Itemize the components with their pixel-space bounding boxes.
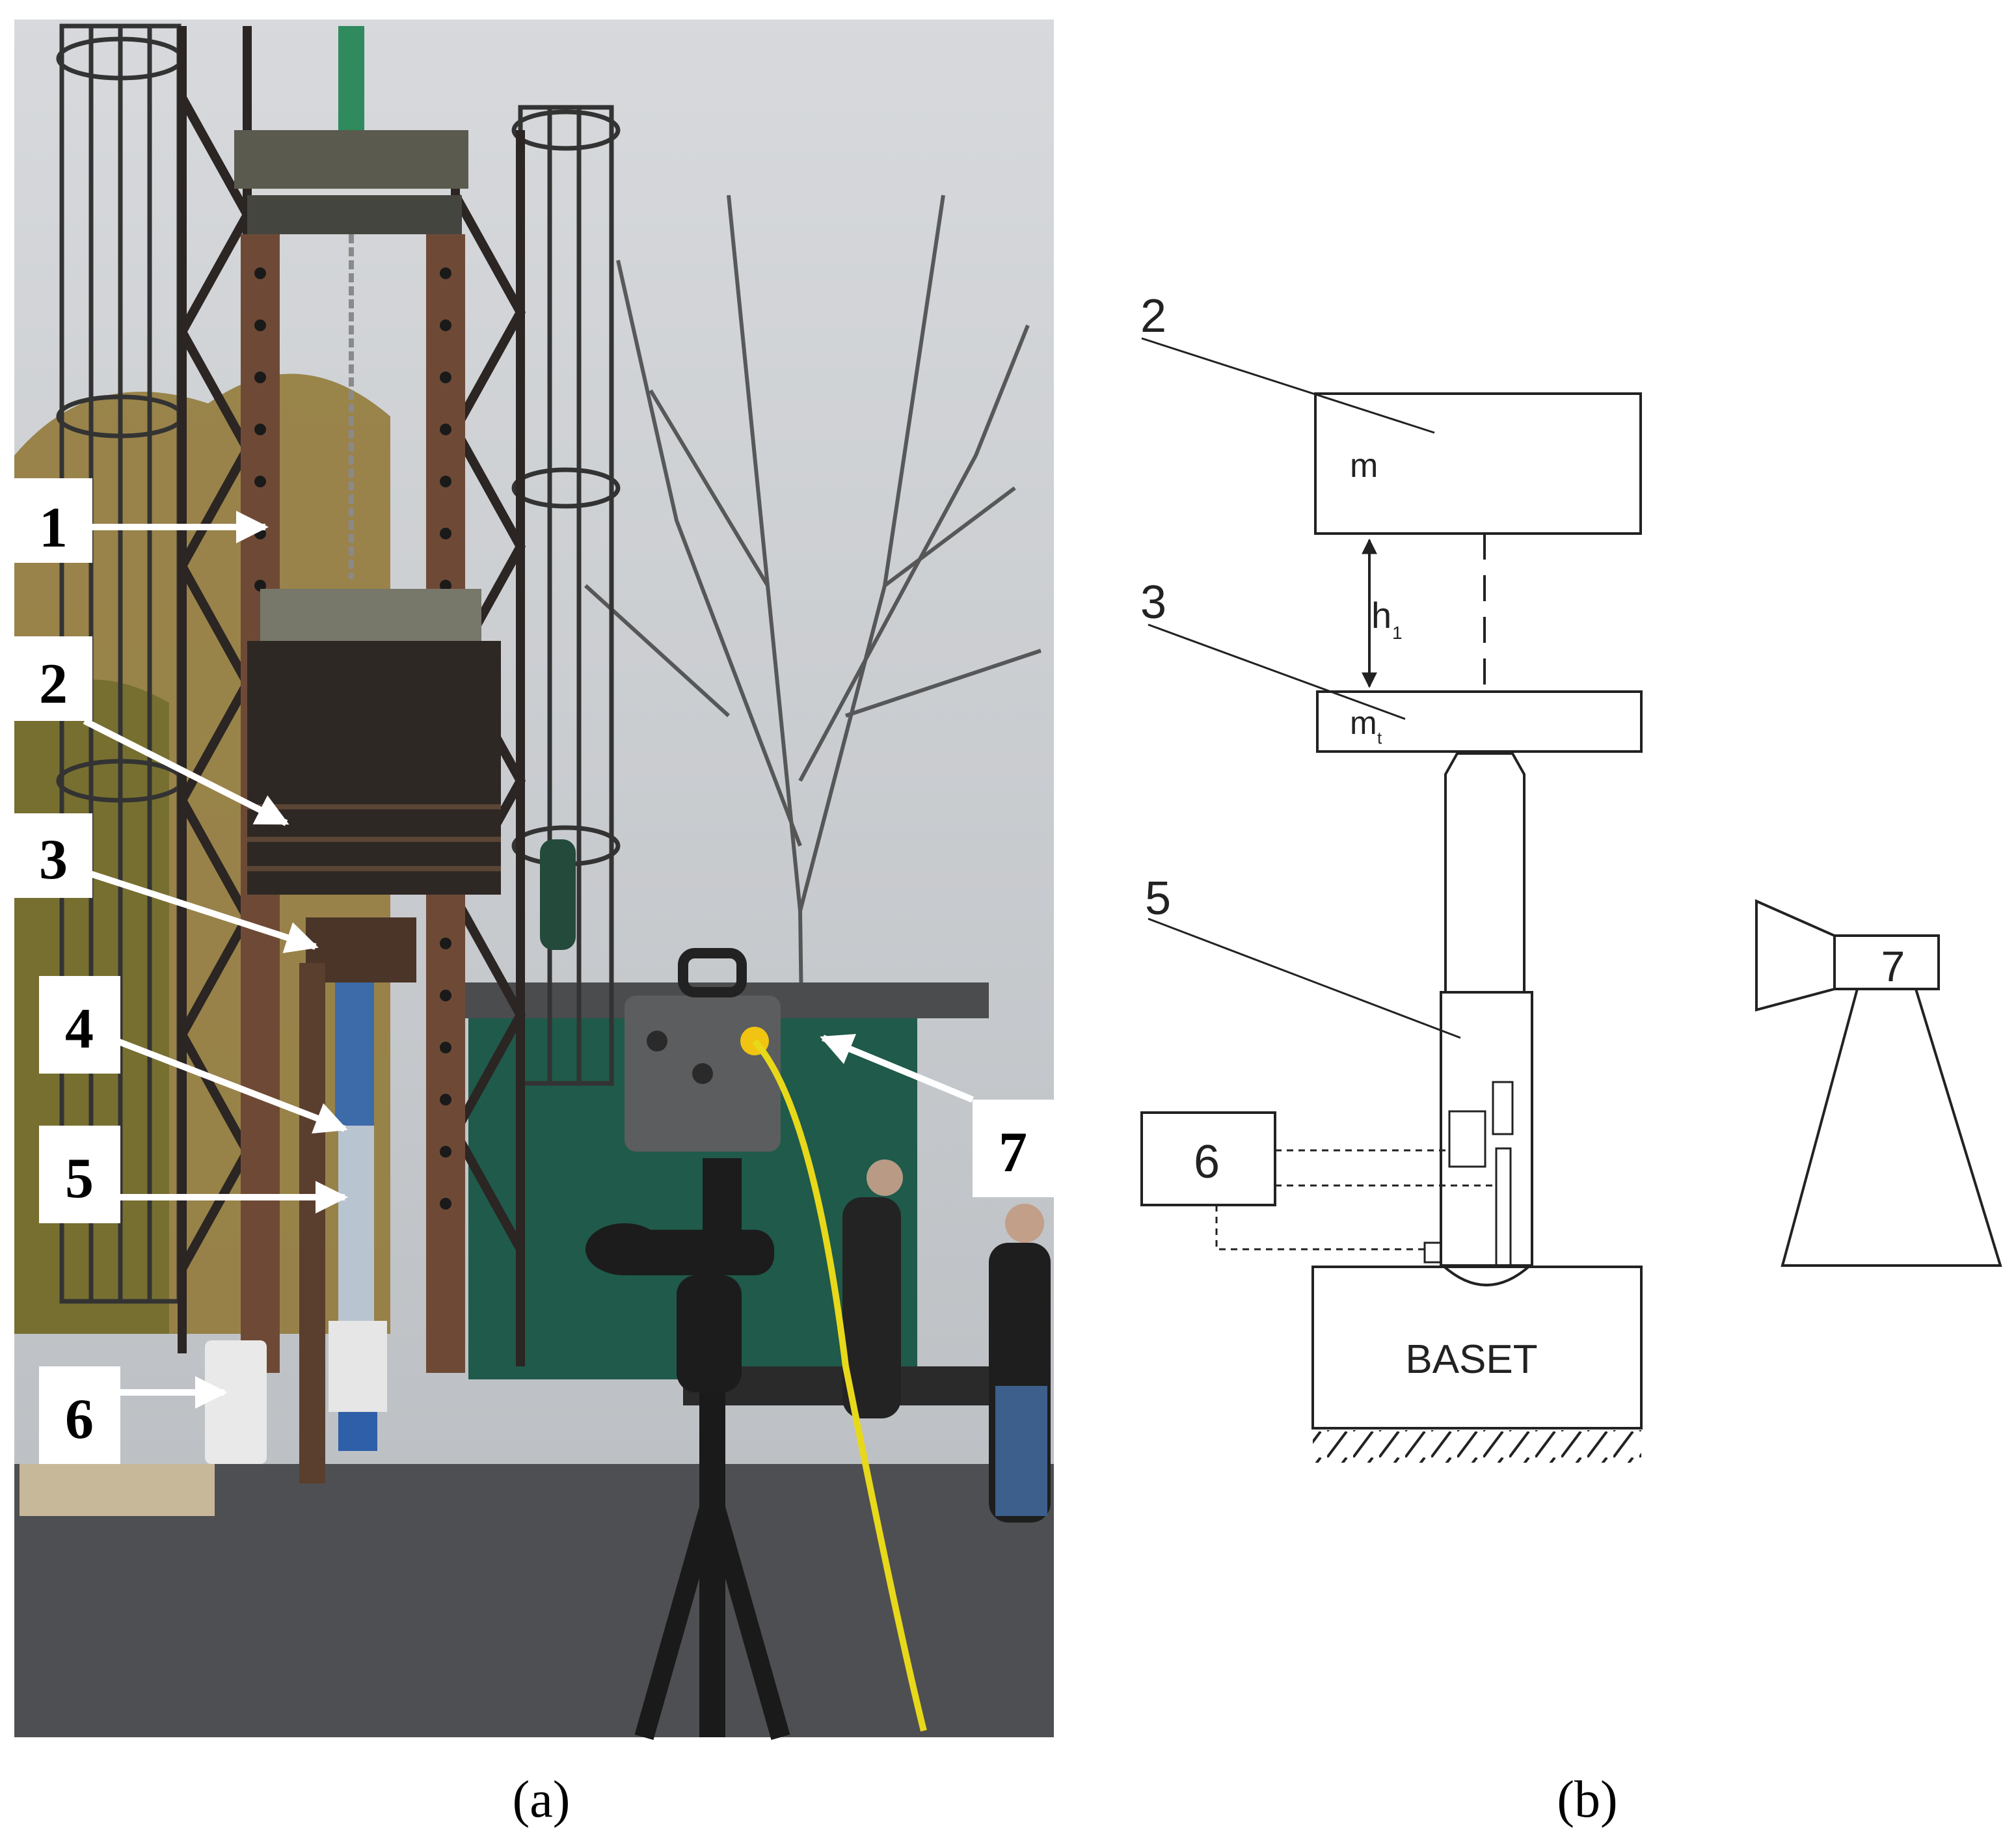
callout-6: 6	[39, 1366, 228, 1464]
cylinder-bottom	[1442, 1264, 1531, 1286]
sensor-tube	[338, 1126, 374, 1321]
photo-panel: 1 2 3 4 5 6 7	[14, 20, 1054, 1741]
tripod-legs	[634, 1493, 790, 1741]
mass-block	[1314, 392, 1642, 535]
svg-text:2: 2	[39, 653, 68, 716]
sensor-box-1	[1448, 1110, 1486, 1168]
yellow-cable	[752, 1038, 927, 1732]
svg-text:4: 4	[65, 997, 94, 1061]
sensor-box-3	[1423, 1241, 1442, 1264]
camera-stand	[1781, 988, 2002, 1267]
sensor-tube-top	[335, 982, 374, 1126]
striker-block	[1316, 690, 1643, 753]
label-7: 7	[1881, 942, 1905, 990]
height-label: h	[1371, 595, 1391, 636]
daq-box	[1140, 1111, 1276, 1206]
schematic-panel	[1140, 337, 2002, 1463]
mass-label: m	[1350, 447, 1378, 485]
callout-7: 7	[820, 1034, 1054, 1197]
cylinder	[1440, 991, 1533, 1267]
striker-mass-subscript: t	[1377, 728, 1382, 748]
striker-mass-label: m	[1350, 705, 1377, 741]
sensor-box-2	[1492, 1081, 1514, 1135]
caption-a: (a)	[513, 1771, 571, 1828]
label-3: 3	[1140, 576, 1166, 629]
height-subscript: 1	[1392, 623, 1403, 643]
strain-gauge	[1495, 1147, 1512, 1267]
top-crossbeam	[234, 130, 468, 189]
svg-text:5: 5	[65, 1147, 94, 1210]
base-label: BASET	[1405, 1337, 1537, 1382]
schematic-labels: 2 3 5 6 7 m h 1 m t BASET	[1140, 290, 1905, 1382]
people	[540, 839, 1051, 1523]
column-holes	[254, 267, 451, 1210]
support-post	[299, 963, 325, 1484]
upper-crossbeam	[247, 195, 462, 234]
label-6: 6	[1194, 1136, 1220, 1188]
callout-4: 4	[39, 976, 348, 1134]
svg-text:3: 3	[39, 828, 68, 891]
drop-weight-layers	[247, 804, 501, 871]
callout-3: 3	[14, 813, 319, 953]
label-5: 5	[1145, 873, 1171, 925]
callout-3-arrow	[83, 869, 319, 953]
pallet	[20, 1464, 215, 1516]
callout-1: 1	[14, 478, 269, 563]
camera-lens	[1755, 899, 1836, 1012]
callout-2-arrow	[83, 718, 289, 826]
ground-hatch	[1313, 1430, 1641, 1463]
drop-weight-top-plate	[260, 589, 481, 641]
callout-4-arrow	[116, 1038, 348, 1134]
measurement-box	[205, 1340, 267, 1464]
label-2: 2	[1140, 290, 1166, 342]
callout-7-arrow	[820, 1034, 974, 1103]
svg-text:7: 7	[999, 1121, 1027, 1184]
drop-weight	[247, 641, 501, 895]
lifting-rod	[338, 26, 364, 143]
signal-wires	[1215, 1149, 1496, 1251]
svg-text:6: 6	[65, 1388, 94, 1451]
leader-lines	[1141, 337, 1461, 1039]
tripod-head	[585, 1158, 774, 1392]
caption-b: (b)	[1557, 1771, 1617, 1828]
sensor-base	[338, 1412, 377, 1451]
piston-rod	[1444, 752, 1525, 994]
svg-text:1: 1	[39, 496, 68, 560]
tripod-leg	[699, 1392, 725, 1737]
sensor-housing	[329, 1321, 387, 1412]
callout-2: 2	[14, 636, 289, 826]
callout-5: 5	[39, 1126, 348, 1223]
